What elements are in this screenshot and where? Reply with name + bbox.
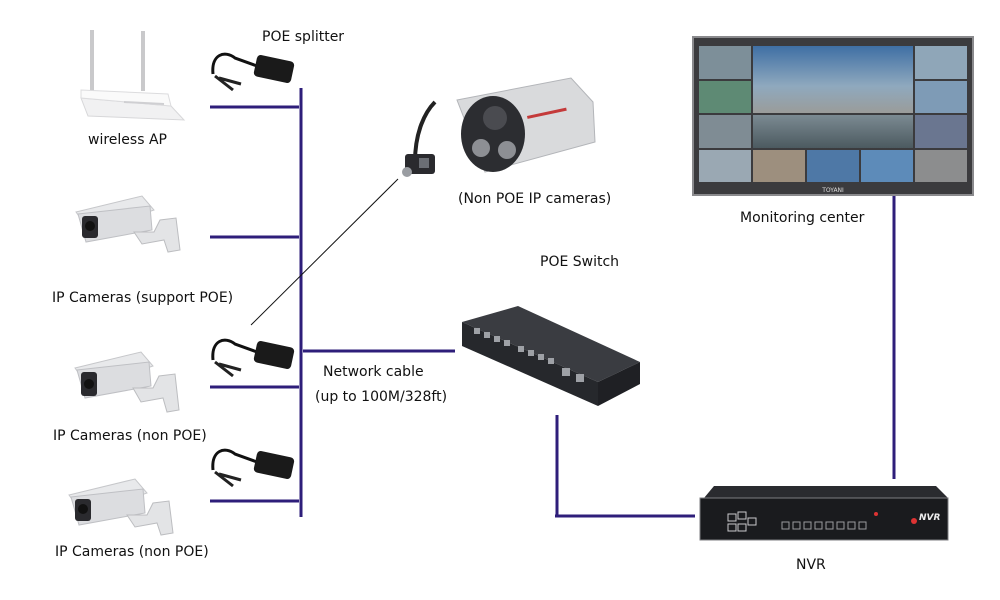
poe-switch[interactable] [458, 302, 643, 410]
ip-camera-poe-label: IP Cameras (support POE) [52, 290, 234, 306]
poe-splitter-1[interactable] [205, 44, 295, 96]
network-cable-range-label: (up to 100M/328ft) [315, 389, 448, 405]
bullet-camera-icon [402, 77, 596, 177]
wireless-ap-label: wireless AP [88, 132, 167, 148]
splitter-to-camera-link [250, 178, 399, 326]
non-poe-ip-camera-label: (Non POE IP cameras) [458, 191, 612, 207]
bullet-camera-icon [74, 351, 180, 413]
ip-camera-poe[interactable] [72, 192, 187, 257]
network-cable-label: Network cable [323, 364, 424, 380]
network-switch-icon [462, 306, 640, 406]
ip-camera-non-poe-1-label: IP Cameras (non POE) [53, 428, 207, 444]
monitor-wall[interactable]: TOYANI [692, 36, 974, 196]
nvr-label: NVR [796, 557, 826, 573]
wireless-ap[interactable] [76, 28, 186, 123]
bullet-camera-icon [75, 195, 181, 253]
ip-camera-non-poe-2-label: IP Cameras (non POE) [55, 544, 209, 560]
nvr-device[interactable]: NVR [698, 484, 950, 542]
poe-splitter-3[interactable] [205, 440, 295, 492]
poe-splitter-icon [211, 448, 295, 488]
poe-switch-label: POE Switch [540, 254, 620, 270]
poe-splitter-label: POE splitter [262, 29, 345, 45]
nvr-brand: NVR [919, 513, 941, 523]
ip-camera-non-poe-1[interactable] [71, 348, 186, 418]
nvr-recorder-icon [699, 486, 949, 541]
poe-splitter-2[interactable] [205, 330, 295, 382]
wireless-router-icon [80, 30, 186, 121]
ip-camera-non-poe-2[interactable] [65, 475, 180, 540]
monitoring-center-label: Monitoring center [740, 210, 865, 226]
monitor-brand: TOYANI [822, 187, 844, 194]
poe-splitter-icon [211, 52, 295, 92]
video-wall-icon [699, 46, 967, 182]
bullet-camera-icon [68, 478, 174, 536]
non-poe-ip-camera[interactable] [395, 72, 605, 187]
poe-splitter-icon [211, 338, 295, 378]
